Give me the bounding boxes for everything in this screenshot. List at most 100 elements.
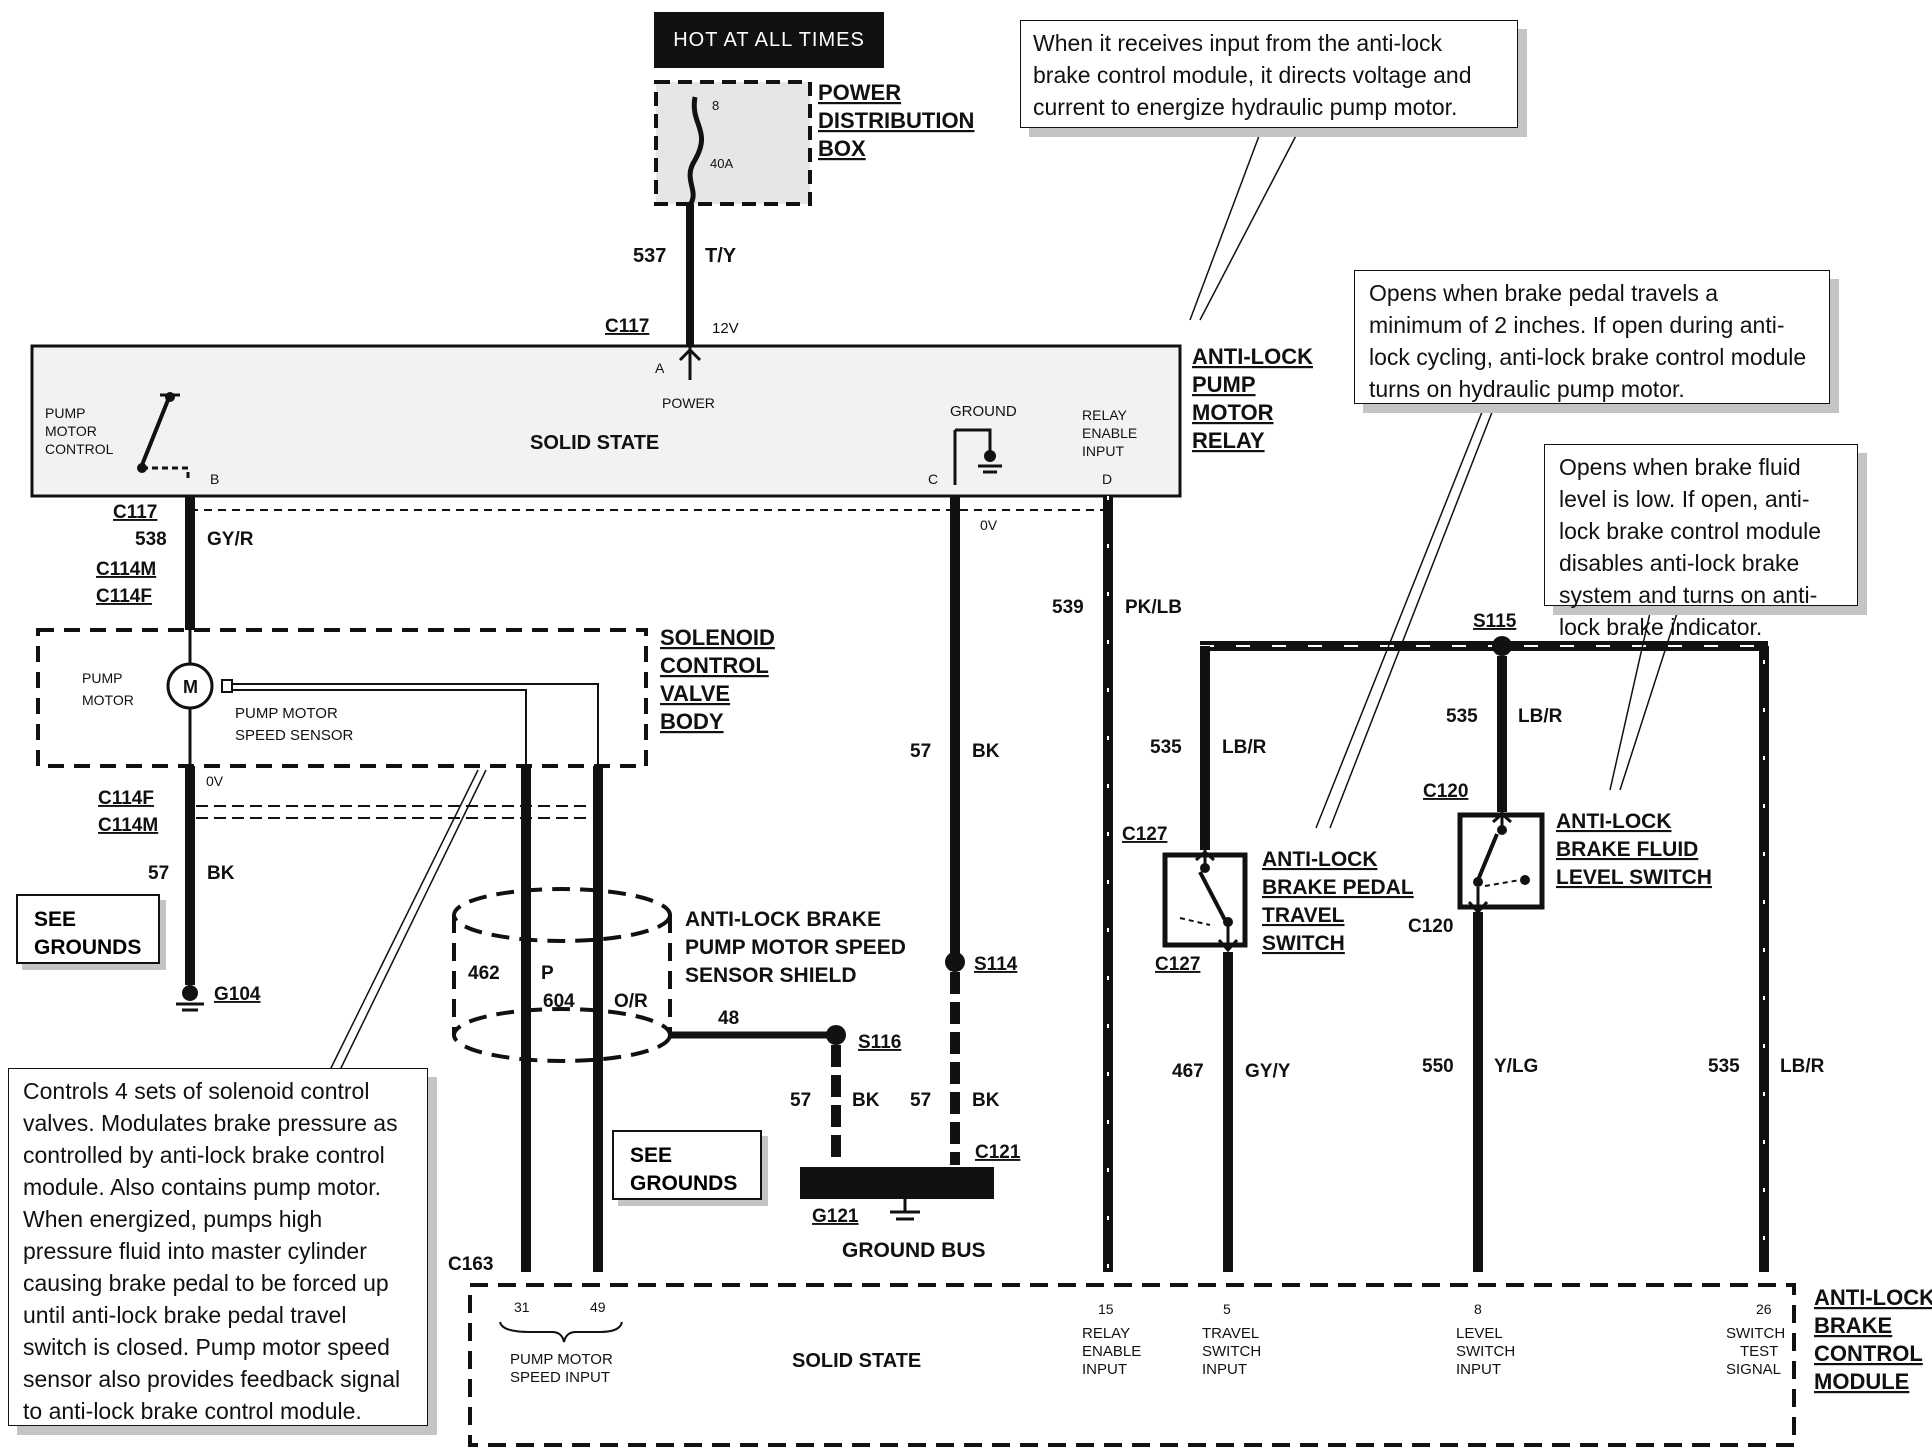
voltage-0v-motor: 0V [206,773,224,789]
ground-g121: G121 [812,1206,859,1227]
pedal-switch-note: Opens when brake pedal travels a minimum… [1354,270,1830,404]
relay-pmc-3: CONTROL [45,441,114,457]
pdb-label-3: BOX [818,136,866,161]
wire-538-circuit: 538 [135,529,167,550]
abs-label-4: MODULE [1814,1369,1909,1394]
solenoid-label-3: VALVE [660,681,730,706]
wire-535-b-color: LB/R [1518,706,1563,727]
connector-c114m-bottom: C114M [98,815,158,836]
wire-57-c121-circuit: 57 [910,1090,931,1111]
pedal-label-1: ANTI-LOCK [1262,848,1377,871]
solenoid-control-valve-body: M PUMP MOTOR PUMP MOTOR SPEED SENSOR SOL… [36,625,775,768]
wire-535-a-color: LB/R [1222,737,1267,758]
wire-57-s116-circuit: 57 [790,1090,811,1111]
abs-pms-2: SPEED INPUT [510,1369,610,1386]
relay-label-1: ANTI-LOCK [1192,344,1313,369]
abs-re-1: RELAY [1082,1325,1130,1342]
ground-bus-label: GROUND BUS [842,1239,986,1262]
abs-solid-state: SOLID STATE [792,1350,921,1372]
splice-s114-dot [945,952,965,972]
relay-note: When it receives input from the anti-loc… [1020,20,1518,128]
relay-solid-state: SOLID STATE [530,432,659,454]
wire-535-b-circuit: 535 [1446,706,1478,727]
shield-label-1: ANTI-LOCK BRAKE [685,908,881,931]
splice-s115: S115 [1473,611,1517,632]
pump-motor-symbol: M [183,677,198,697]
shield-label-2: PUMP MOTOR SPEED [685,936,906,959]
brake-pedal-travel-switch: ANTI-LOCK BRAKE PEDAL TRAVEL SWITCH [1162,848,1414,955]
wire-537-circuit: 537 [633,245,666,267]
ground-g104-icon [182,985,198,1001]
wire-539-color: PK/LB [1125,597,1182,618]
wire-57-s116-color: BK [852,1090,880,1111]
connector-c163: C163 [448,1254,493,1275]
pedal-label-4: SWITCH [1262,932,1345,955]
see-grounds-left[interactable]: SEE GROUNDS [16,894,160,964]
connector-c117-bottom: C117 [113,502,157,523]
relay-enable-1: RELAY [1082,407,1128,423]
relay-pin-d: D [1102,471,1112,487]
relay-pin-c: C [928,471,938,487]
sensor-label-1: PUMP MOTOR [235,705,338,722]
pdb-label-2: DISTRIBUTION [818,108,974,133]
solenoid-label-4: BODY [660,709,724,734]
abs-label-1: ANTI-LOCK [1814,1285,1932,1310]
abs-ts-2: SWITCH [1202,1343,1261,1360]
wire-48-circuit: 48 [718,1008,739,1029]
connector-c117-top: C117 [605,316,649,337]
connector-c120-bottom: C120 [1408,916,1453,937]
wire-550-circuit: 550 [1422,1056,1454,1077]
pdb-label-1: POWER [818,80,901,105]
see-grounds-center[interactable]: SEE GROUNDS [612,1130,762,1200]
fluid-switch-note: Opens when brake fluid level is low. If … [1544,444,1858,640]
anti-lock-pump-motor-relay: SOLID STATE PUMP MOTOR CONTROL B A POWER… [30,344,1313,498]
hot-at-all-times-banner: HOT AT ALL TIMES [654,12,884,68]
connector-c120-top: C120 [1423,781,1468,802]
relay-label-4: RELAY [1192,428,1265,453]
shield-label-3: SENSOR SHIELD [685,964,857,987]
relay-pin-a: A [655,360,665,376]
ground-icon [984,450,996,462]
abs-ts-3: INPUT [1202,1361,1247,1378]
abs-ls-1: LEVEL [1456,1325,1503,1342]
callout-pointers [329,127,1681,1071]
fluid-label-1: ANTI-LOCK [1556,810,1671,833]
abs-st-1: SWITCH [1726,1325,1785,1342]
wire-57-center-color: BK [972,741,1000,762]
relay-power: POWER [662,395,715,411]
see-grounds-left-line1: SEE [34,908,77,931]
wire-538-color: GY/R [207,529,254,550]
abs-label-2: BRAKE [1814,1313,1892,1338]
connector-c127-top: C127 [1122,824,1167,845]
wire-57-left-color: BK [207,863,235,884]
connector-c114m-top: C114M [96,559,156,580]
pedal-label-3: TRAVEL [1262,904,1345,927]
abs-pin-49: 49 [590,1299,606,1315]
abs-ts-1: TRAVEL [1202,1325,1259,1342]
splice-s116: S116 [858,1032,901,1053]
abs-pin-26: 26 [1756,1301,1772,1317]
abs-label-3: CONTROL [1814,1341,1923,1366]
connector-c127-bottom: C127 [1155,954,1200,975]
see-grounds-center-line2: GROUNDS [630,1172,738,1195]
wire-604-color: O/R [614,991,648,1012]
wire-57-c121-color: BK [972,1090,1000,1111]
wire-467-color: GY/Y [1245,1061,1291,1082]
fluid-label-3: LEVEL SWITCH [1556,866,1712,889]
splice-s115-dot [1492,636,1512,656]
connector-c121: C121 [975,1142,1021,1163]
connector-c114f-top: C114F [96,586,152,607]
abs-pin-31: 31 [514,1299,530,1315]
see-grounds-center-line1: SEE [630,1144,673,1167]
fuse-rating: 40A [710,156,733,171]
abs-pms-1: PUMP MOTOR [510,1351,613,1368]
relay-enable-2: ENABLE [1082,425,1137,441]
abs-pin-8: 8 [1474,1301,1482,1317]
see-grounds-left-line2: GROUNDS [34,936,142,959]
abs-re-2: ENABLE [1082,1343,1141,1360]
voltage-12v: 12V [712,320,739,337]
pump-label-2: MOTOR [82,692,134,708]
wire-462-color: P [541,963,554,984]
fuse-symbol [687,96,705,207]
